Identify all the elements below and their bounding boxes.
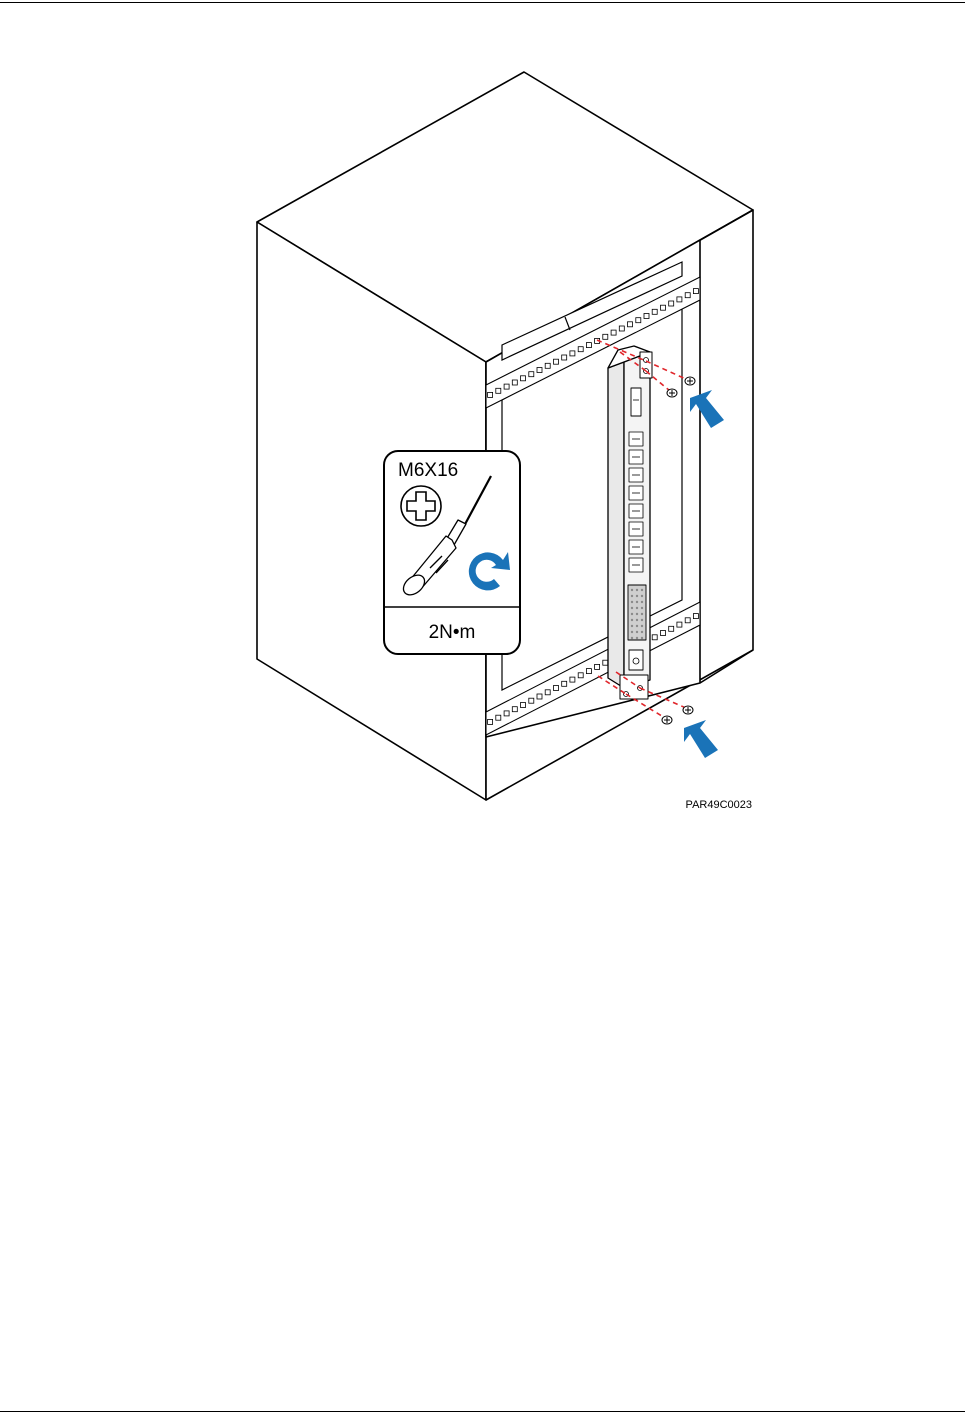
rail-hole (586, 669, 591, 674)
rail-hole (677, 297, 682, 302)
rail-hole (504, 384, 509, 389)
rail-hole (521, 376, 526, 381)
pdu-top-ear (640, 352, 652, 378)
rack-installation-diagram: M6X16 2N•m PAR49C0023 (0, 0, 965, 900)
vent-dot (641, 619, 643, 621)
rail-hole (512, 380, 517, 385)
rail-hole (554, 686, 559, 691)
vent-dot (636, 619, 638, 621)
screw-bottom-a (683, 706, 693, 714)
rail-hole (504, 711, 509, 716)
push-arrow-bottom (684, 720, 718, 758)
vent-dot (631, 607, 633, 609)
vent-dot (636, 613, 638, 615)
vent-dot (641, 631, 643, 633)
pdu-unit (608, 346, 652, 699)
rail-hole (644, 314, 649, 319)
screw-spec-label: M6X16 (398, 460, 458, 481)
torque-label: 2N•m (429, 622, 476, 643)
rail-hole (611, 330, 616, 335)
rail-hole (562, 355, 567, 360)
rail-hole (586, 343, 591, 348)
rail-hole (578, 347, 583, 352)
vent-dot (636, 589, 638, 591)
vent-dot (631, 637, 633, 639)
vent-dot (641, 625, 643, 627)
rail-hole (512, 707, 517, 712)
rail-hole (661, 305, 666, 310)
rail-hole (545, 363, 550, 368)
rail-hole (496, 388, 501, 393)
pdu-side-face (608, 362, 624, 688)
vent-dot (636, 595, 638, 597)
rail-hole (537, 368, 542, 373)
vent-dot (631, 589, 633, 591)
vent-dots (631, 589, 643, 639)
vent-dot (641, 613, 643, 615)
rail-hole (652, 635, 657, 640)
rail-hole (554, 359, 559, 364)
screw-top-a (685, 377, 695, 385)
rail-hole (578, 673, 583, 678)
rail-hole (488, 392, 493, 397)
pdu-display (631, 388, 641, 416)
rail-hole (693, 614, 698, 619)
rail-hole (685, 618, 690, 623)
rail-hole (562, 681, 567, 686)
rail-hole (677, 622, 682, 627)
rail-hole (619, 326, 624, 331)
rail-hole (693, 289, 698, 294)
pdu-connector-pin (633, 658, 639, 664)
rail-hole (529, 698, 534, 703)
vent-dot (631, 601, 633, 603)
vent-dot (636, 607, 638, 609)
vent-dot (631, 619, 633, 621)
rail-hole (537, 694, 542, 699)
vent-dot (636, 625, 638, 627)
tool-callout: M6X16 2N•m (384, 451, 520, 654)
phillips-cross-icon (401, 486, 441, 526)
vent-dot (641, 607, 643, 609)
rail-hole (636, 318, 641, 323)
vent-dot (631, 625, 633, 627)
figure-id: PAR49C0023 (686, 799, 752, 811)
vent-dot (636, 637, 638, 639)
vent-dot (631, 595, 633, 597)
rail-hole (661, 631, 666, 636)
vent-dot (636, 601, 638, 603)
vent-dot (641, 589, 643, 591)
rail-hole (488, 719, 493, 724)
rail-hole (521, 703, 526, 708)
rail-hole (685, 293, 690, 298)
rail-hole (496, 715, 501, 720)
screw-top-b (667, 389, 677, 397)
rail-hole (628, 322, 633, 327)
rail-hole (603, 334, 608, 339)
vent-dot (641, 595, 643, 597)
rail-hole (570, 351, 575, 356)
rail-hole (570, 677, 575, 682)
vent-dot (641, 637, 643, 639)
footer-rule (0, 1411, 965, 1412)
rail-hole (595, 664, 600, 669)
rail-hole (652, 309, 657, 314)
rail-hole (603, 660, 608, 665)
vent-dot (631, 631, 633, 633)
rail-hole (545, 690, 550, 695)
rail-hole (669, 626, 674, 631)
rail-hole (669, 301, 674, 306)
vent-dot (631, 613, 633, 615)
vent-dot (636, 631, 638, 633)
rail-hole (529, 372, 534, 377)
vent-dot (641, 601, 643, 603)
screw-bottom-b (662, 716, 672, 724)
